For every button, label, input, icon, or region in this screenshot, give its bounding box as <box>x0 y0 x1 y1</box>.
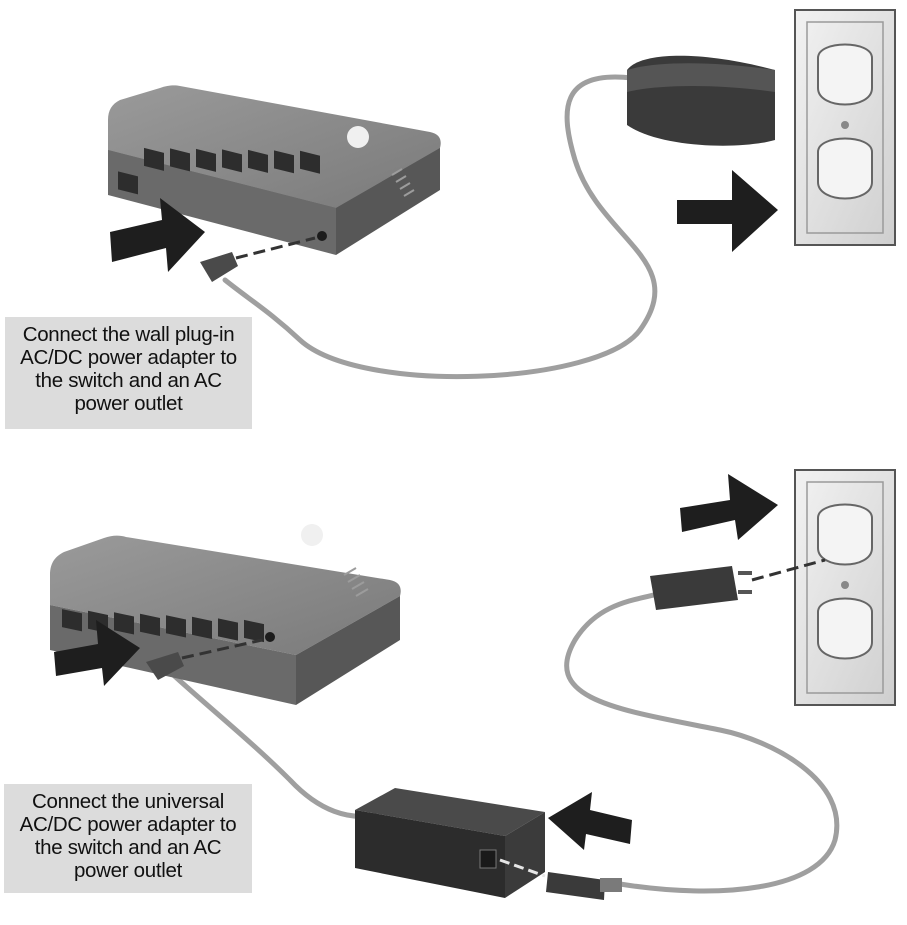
caption-wall-adapter: Connect the wall plug-in AC/DC power ada… <box>5 317 252 429</box>
caption-line: AC/DC power adapter to <box>4 813 252 836</box>
caption-universal-adapter: Connect the universal AC/DC power adapte… <box>4 784 252 893</box>
network-switch <box>50 524 401 705</box>
caption-line: power outlet <box>5 392 252 415</box>
caption-line: the switch and an AC <box>5 369 252 392</box>
wall-outlet-icon <box>795 470 895 705</box>
caption-line: Connect the universal <box>4 790 252 813</box>
caption-line: power outlet <box>4 859 252 882</box>
power-arrow-icon <box>680 474 778 540</box>
caption-line: the switch and an AC <box>4 836 252 859</box>
wall-outlet-icon <box>795 10 895 245</box>
power-arrow-icon <box>677 170 778 252</box>
hp-logo-icon <box>301 524 323 546</box>
power-arrow-icon <box>548 792 632 850</box>
universal-adapter <box>355 788 545 898</box>
power-port <box>317 231 327 241</box>
hp-logo-icon <box>347 126 369 148</box>
wall-adapter <box>627 56 775 146</box>
caption-line: AC/DC power adapter to <box>5 346 252 369</box>
ac-cord-plug <box>546 872 622 900</box>
caption-line: Connect the wall plug-in <box>5 323 252 346</box>
power-port <box>265 632 275 642</box>
